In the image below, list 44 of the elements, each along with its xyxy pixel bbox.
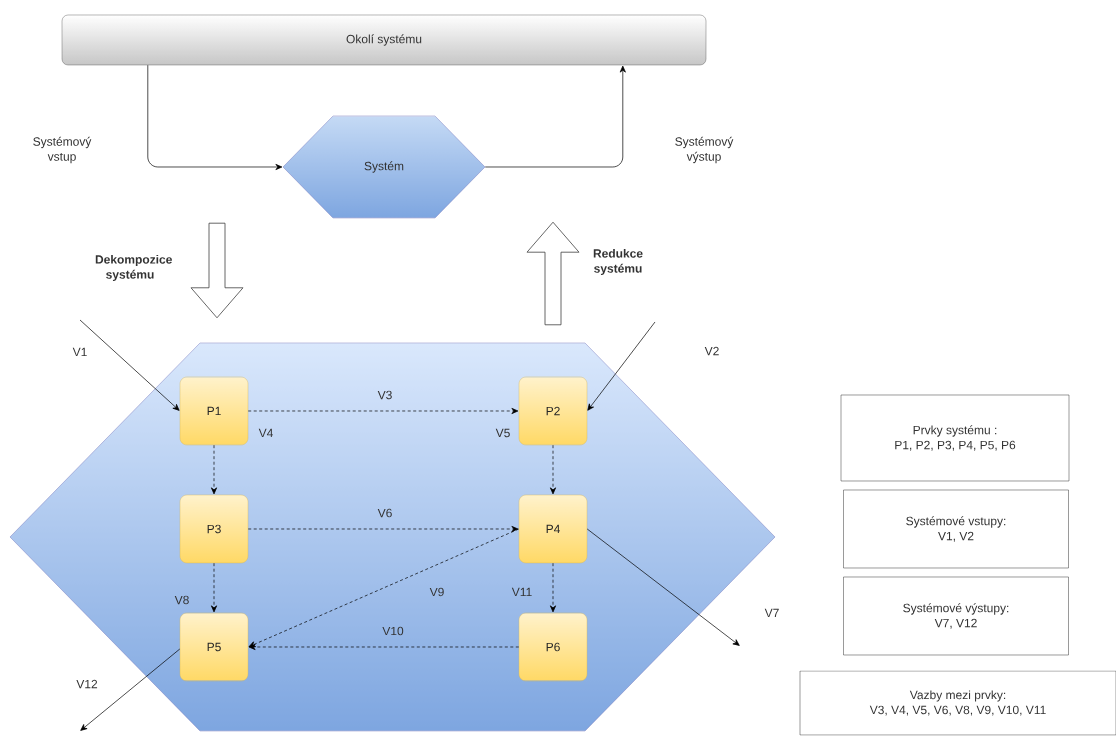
summary-box: Systémové vstupy: V1, V2	[843, 489, 1069, 569]
edge-label: Dekompozice systému	[95, 254, 172, 282]
edge-label: Systémový vstup	[33, 136, 92, 164]
edge-label: V11	[511, 587, 532, 597]
element-box: P3	[179, 494, 249, 564]
block-arrow	[190, 222, 244, 319]
system-hexagon: Systém	[282, 115, 486, 219]
edge-label: V10	[382, 626, 404, 636]
edge-label: V6	[377, 508, 392, 518]
edge-label: V4	[258, 428, 273, 438]
arrow	[550, 444, 557, 495]
arrow	[79, 319, 180, 411]
arrow	[80, 648, 181, 731]
element-box: P2	[518, 376, 588, 446]
edge-label: V2	[704, 346, 719, 356]
summary-box: Prvky systému : P1, P2, P3, P4, P5, P6	[840, 394, 1070, 482]
edge-label: V9	[429, 587, 444, 597]
arrow	[247, 407, 519, 415]
arrow	[484, 65, 626, 168]
arrow	[211, 562, 218, 613]
block-arrow	[526, 221, 580, 326]
arrow	[586, 528, 740, 646]
element-box: P5	[179, 612, 249, 682]
environment-bar: Okolí systému	[61, 14, 707, 66]
element-box: P1	[179, 376, 249, 446]
element-box: P4	[518, 494, 588, 564]
edge-label: Redukce systému	[593, 248, 643, 276]
arrow	[248, 528, 520, 647]
edge-label: Systémový výstup	[675, 136, 734, 164]
summary-box: Vazby mezi prvky: V3, V4, V5, V6, V8, V9, V10, V11	[799, 670, 1116, 736]
edge-label: V5	[495, 428, 510, 438]
arrow	[248, 643, 520, 650]
edge-label: V12	[76, 679, 98, 689]
arrow	[211, 444, 218, 495]
element-box: P6	[518, 612, 588, 682]
arrow	[587, 321, 656, 411]
arrow	[550, 562, 557, 613]
edge-label: V3	[377, 390, 392, 400]
edge-label: V7	[764, 608, 779, 618]
summary-box: Systémové výstupy: V7, V12	[843, 576, 1069, 656]
arrow	[147, 64, 283, 171]
edge-label: V8	[174, 595, 189, 605]
edge-label: V1	[72, 347, 87, 357]
arrow	[247, 525, 519, 533]
